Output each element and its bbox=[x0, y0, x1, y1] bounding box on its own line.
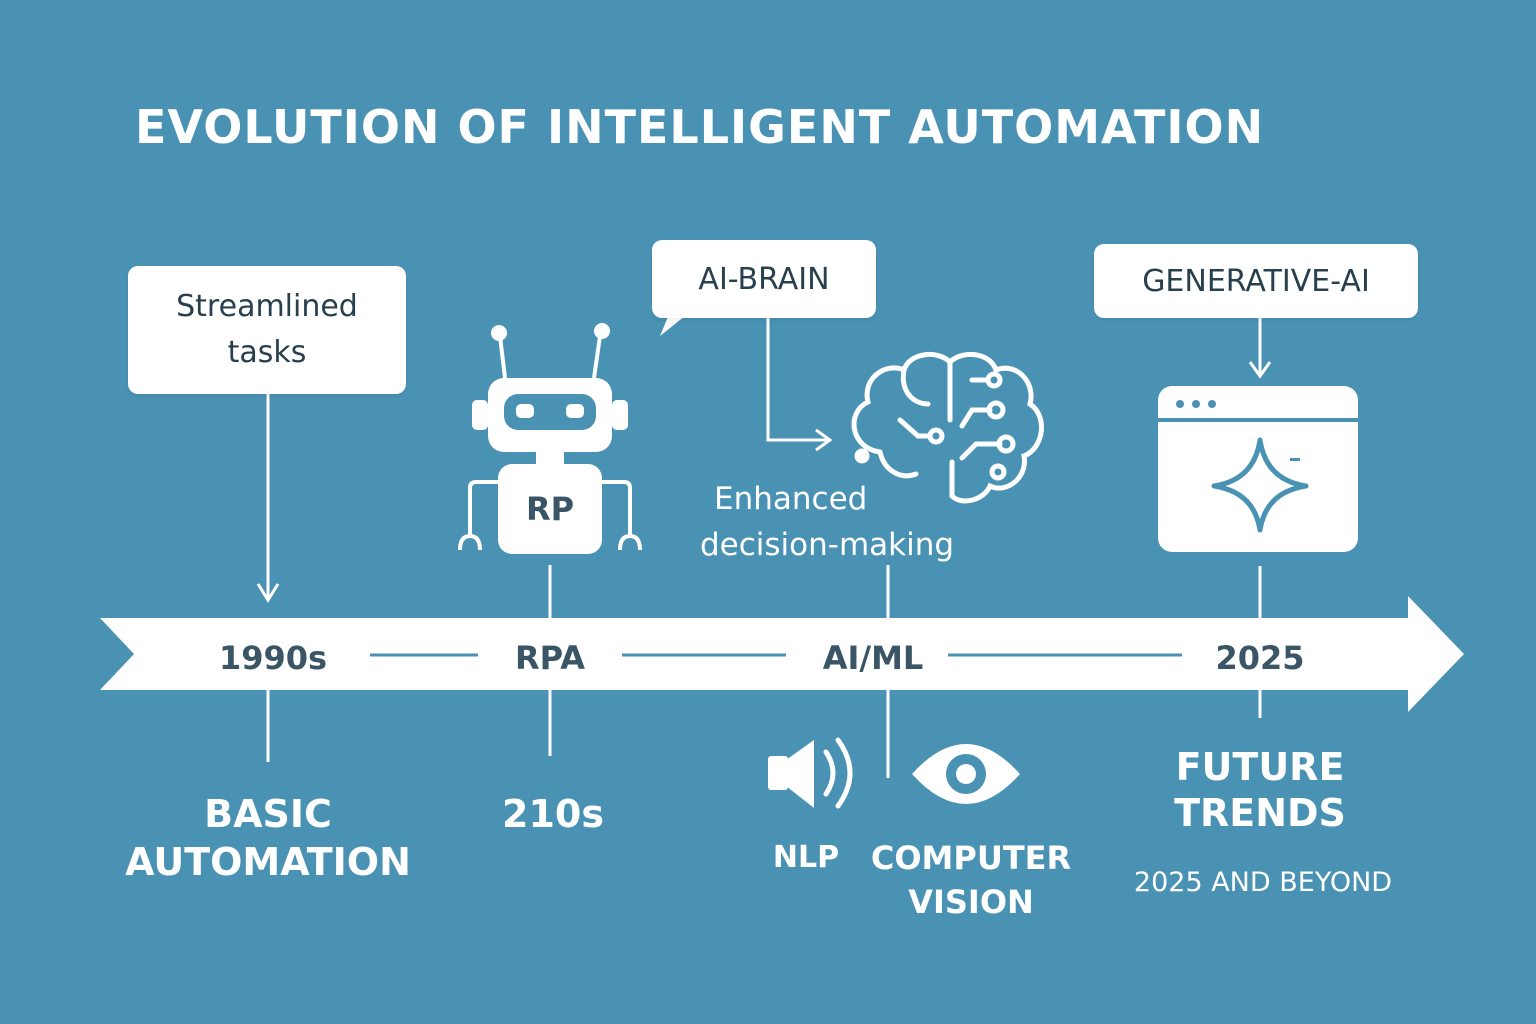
era-label-aiml: AI/ML bbox=[822, 639, 924, 677]
arrowhead-streamlined bbox=[256, 583, 280, 603]
callout-ai-brain: AI-BRAIN bbox=[652, 240, 876, 318]
callout-generative-ai: GENERATIVE-AI bbox=[1094, 244, 1418, 318]
browser-sparkle-icon bbox=[1158, 386, 1358, 552]
page-title: EVOLUTION OF INTELLIGENT AUTOMATION bbox=[135, 100, 1265, 154]
callout-generative-ai-label: GENERATIVE-AI bbox=[1142, 263, 1370, 299]
nlp-label: NLP bbox=[772, 840, 840, 875]
brain-circuit-icon bbox=[851, 351, 1044, 504]
callout-streamlined-tasks: Streamlined tasks bbox=[128, 266, 406, 394]
computer-vision-label: COMPUTER VISION bbox=[866, 836, 1076, 924]
future-trends-line1: FUTURE bbox=[1175, 745, 1345, 789]
eye-icon bbox=[912, 744, 1020, 804]
era-label-2025: 2025 bbox=[1215, 639, 1305, 677]
callout-tail bbox=[660, 312, 690, 336]
basic-automation-label: BASIC AUTOMATION bbox=[108, 790, 428, 886]
basic-automation-line2: AUTOMATION bbox=[125, 840, 411, 884]
callout-ai-brain-label: AI-BRAIN bbox=[698, 261, 830, 297]
era-label-rpa: RPA bbox=[515, 639, 585, 677]
era-label-1990s: 1990s bbox=[218, 639, 328, 677]
robot-icon bbox=[458, 323, 642, 554]
brain-caption-line2: decision-making bbox=[700, 527, 955, 563]
arrowhead-genai bbox=[1248, 361, 1272, 379]
arrowhead-ai-brain bbox=[815, 428, 833, 452]
callout-streamlined-line2: tasks bbox=[227, 335, 307, 370]
connector-ai-brain bbox=[766, 318, 828, 442]
future-trends-label: FUTURE TRENDS bbox=[1150, 744, 1370, 836]
brain-caption: Enhanced decision-making bbox=[700, 476, 1000, 568]
robot-chest-label: RP bbox=[525, 490, 575, 528]
future-trends-subtitle: 2025 AND BEYOND bbox=[1133, 867, 1393, 898]
brain-caption-line1: Enhanced bbox=[714, 481, 868, 517]
basic-automation-line1: BASIC bbox=[204, 792, 332, 836]
speaker-icon bbox=[768, 737, 853, 809]
callout-streamlined-line1: Streamlined bbox=[176, 289, 358, 324]
computer-vision-line2: VISION bbox=[908, 883, 1034, 921]
computer-vision-line1: COMPUTER bbox=[870, 839, 1072, 877]
future-trends-line2: TRENDS bbox=[1174, 791, 1346, 835]
rpa-era-label: 210s bbox=[502, 792, 604, 836]
